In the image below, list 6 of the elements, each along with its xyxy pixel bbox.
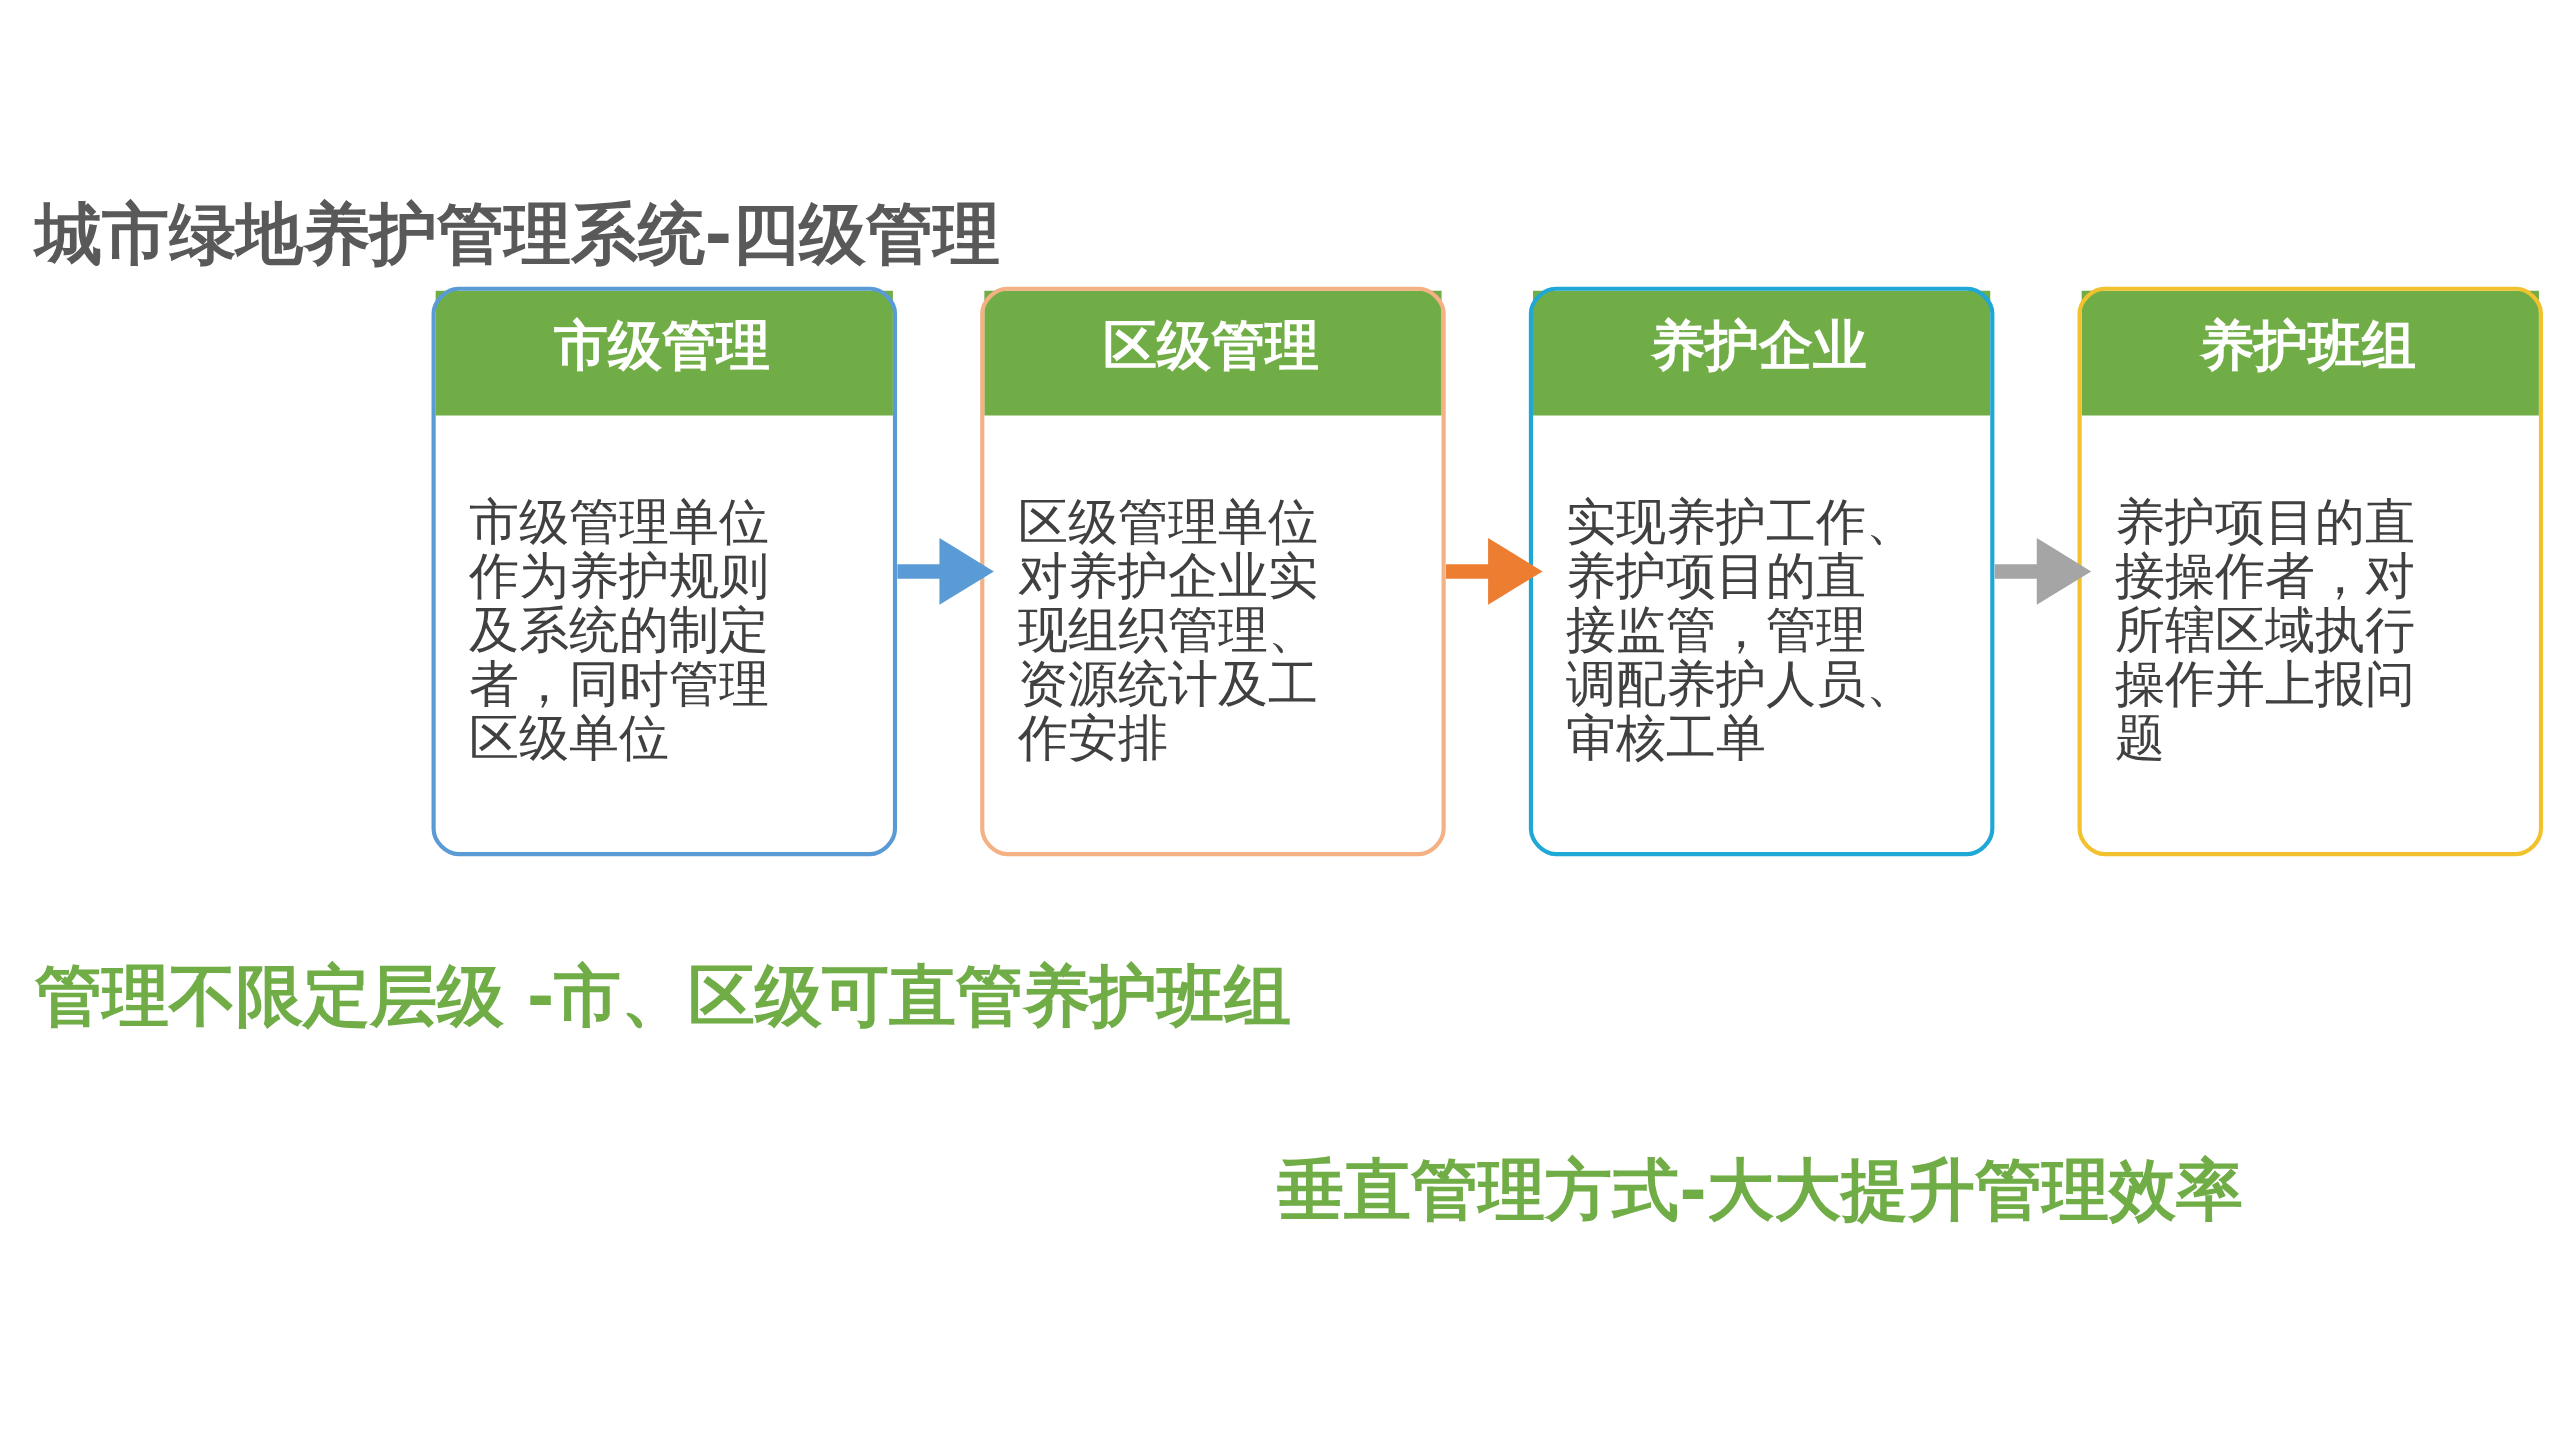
diagram-title: 城市绿地养护管理系统-四级管理 — [34, 194, 1000, 273]
arrow — [896, 538, 994, 605]
arrow — [1445, 538, 1543, 605]
label: 垂直管理方式-大大提升管理效率 — [1276, 1150, 2243, 1229]
label: 管理不限定层级 -市、区级可直管养护班组 — [34, 957, 1291, 1036]
arrow — [1994, 538, 2091, 605]
